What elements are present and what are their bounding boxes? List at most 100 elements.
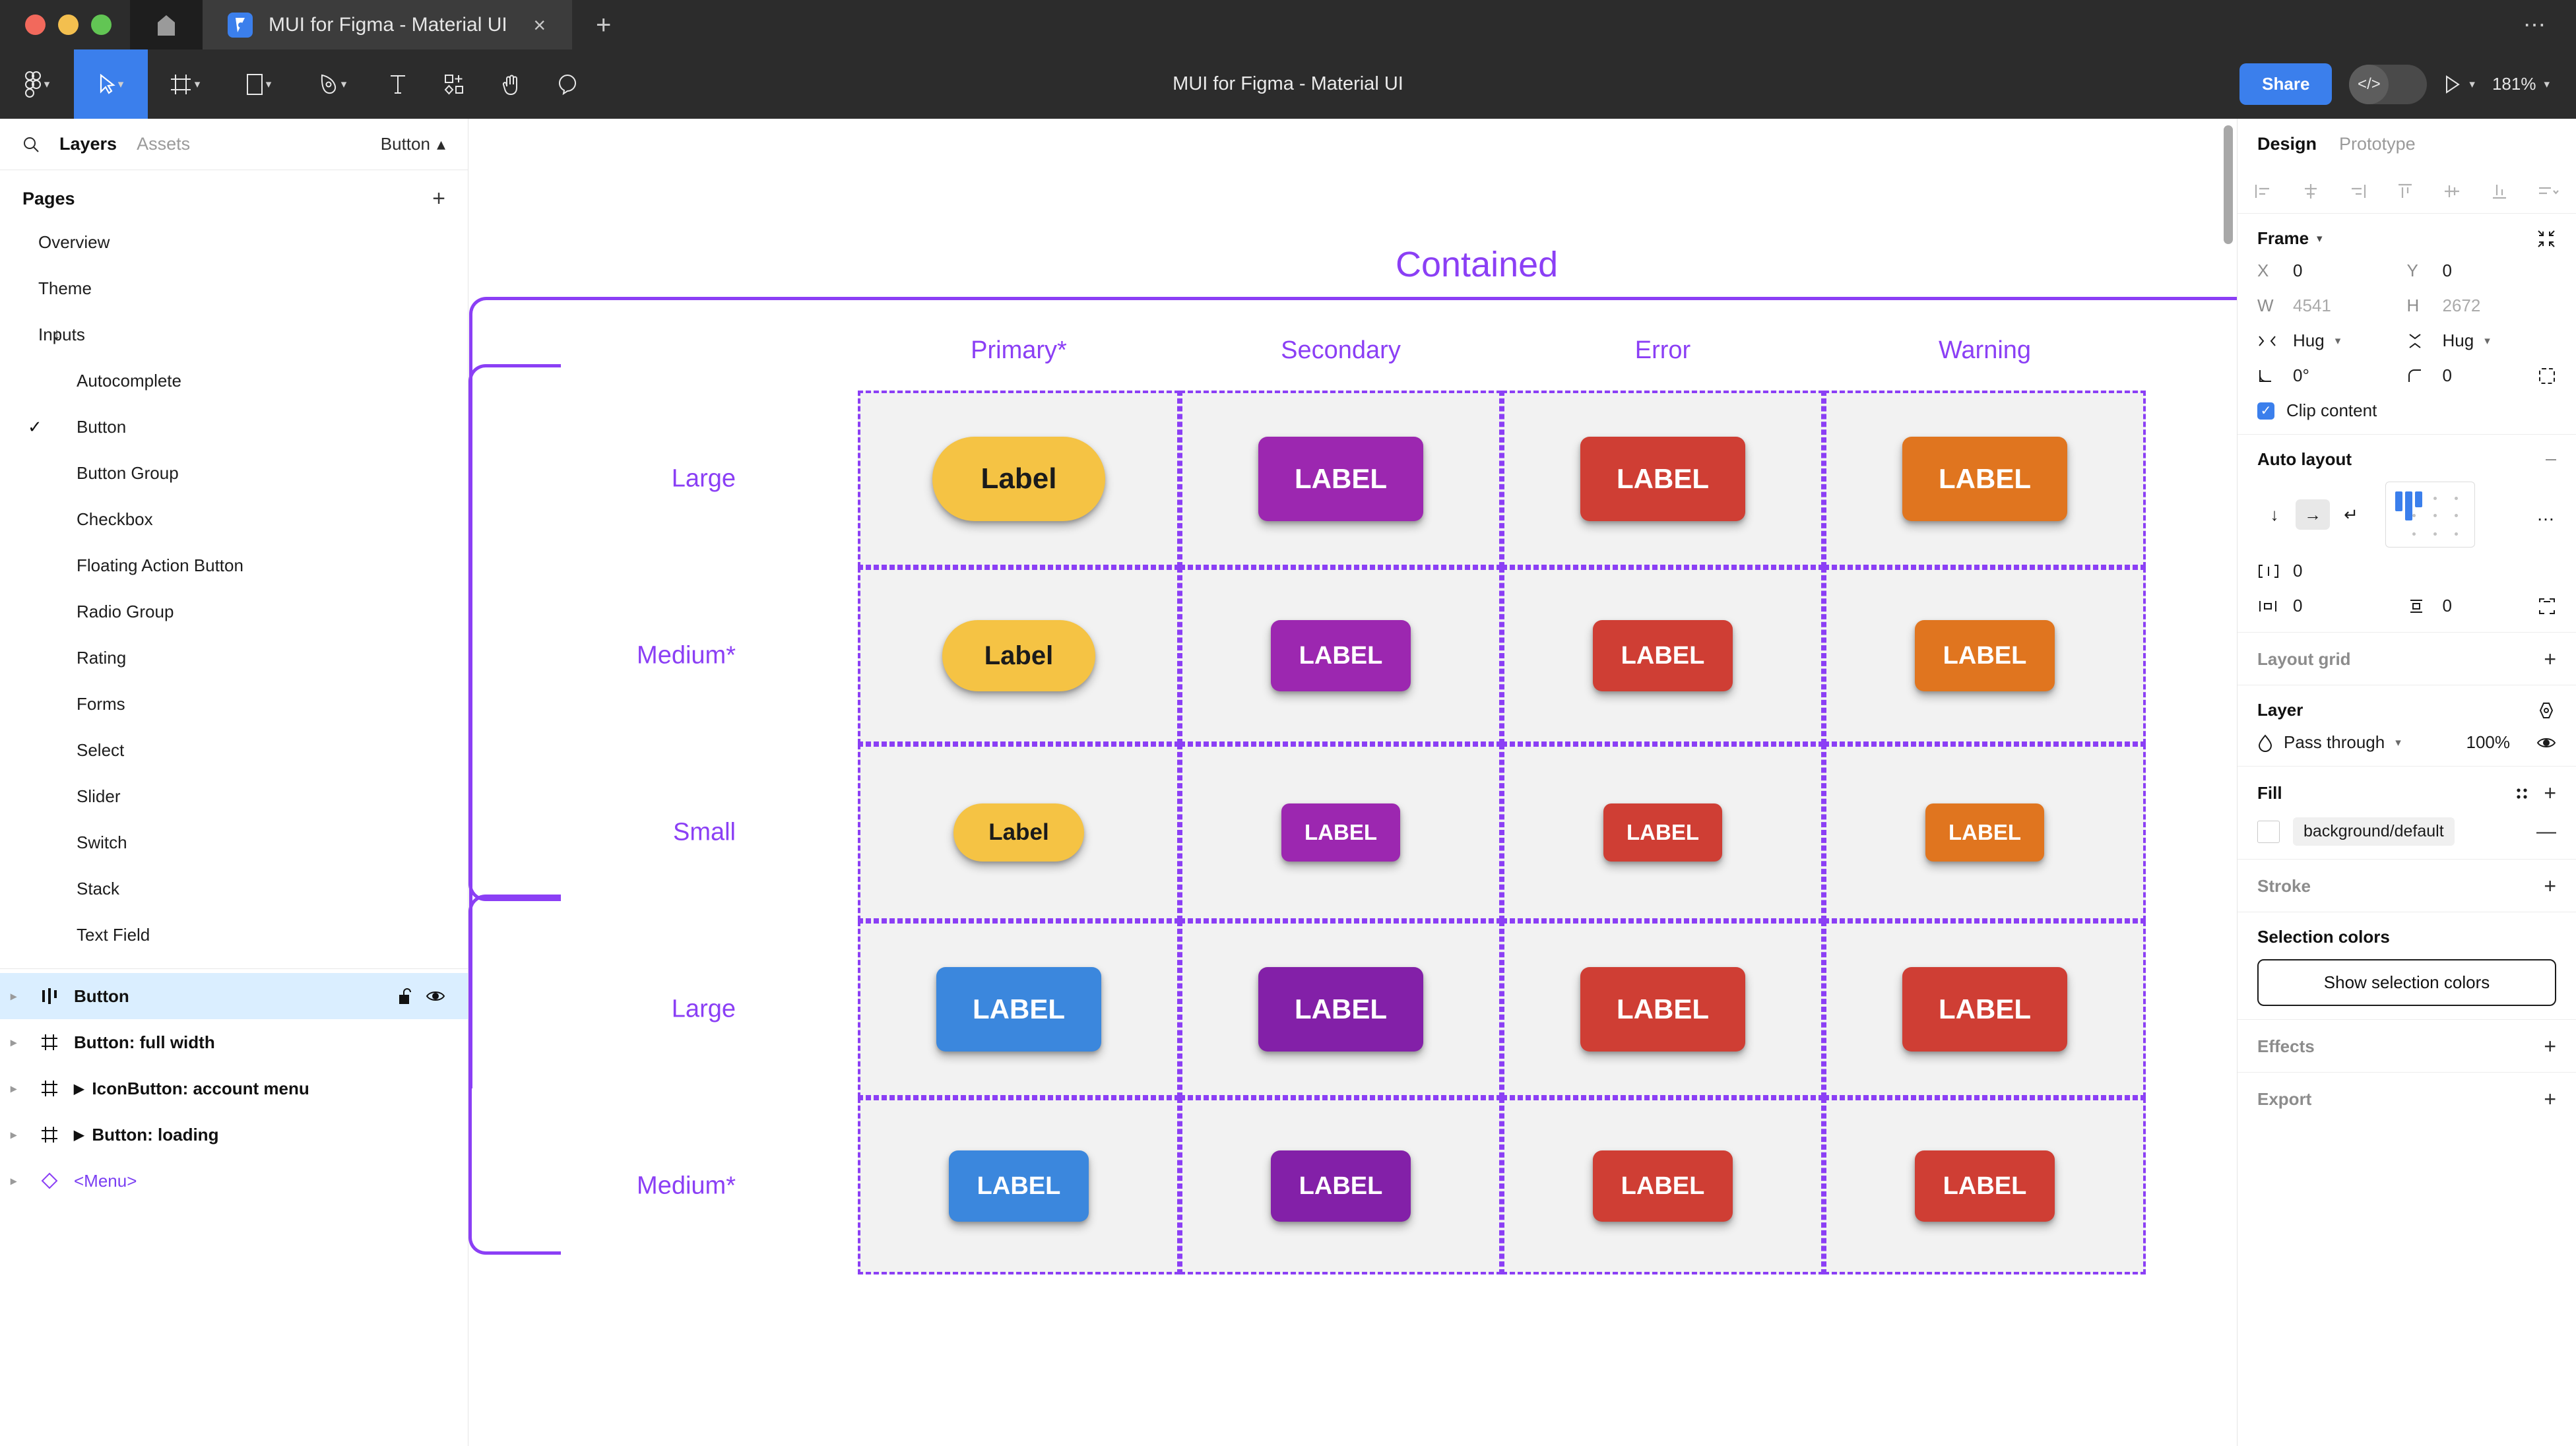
align-bottom-icon[interactable] bbox=[2490, 181, 2509, 201]
alignment-grid-picker[interactable] bbox=[2385, 482, 2475, 548]
grid-cell[interactable]: LABEL bbox=[1180, 744, 1502, 921]
clip-content-row[interactable]: ✓ Clip content bbox=[2257, 400, 2556, 421]
material-button[interactable]: LABEL bbox=[1925, 803, 2044, 862]
page-item[interactable]: Autocomplete bbox=[0, 358, 468, 404]
vertical-resizing-selector[interactable]: Hug ▾ bbox=[2407, 330, 2557, 351]
material-button[interactable]: LABEL bbox=[1603, 803, 1722, 862]
collapsed-children-icon[interactable]: ▶ bbox=[74, 1127, 84, 1143]
grid-cell[interactable]: LABEL bbox=[1502, 391, 1824, 567]
window-overflow-menu-icon[interactable]: ⋯ bbox=[2523, 12, 2547, 38]
horizontal-padding-field[interactable]: 0 bbox=[2257, 596, 2407, 616]
clip-content-checkbox[interactable]: ✓ bbox=[2257, 402, 2274, 420]
present-button[interactable]: ▾ bbox=[2444, 75, 2475, 94]
material-button[interactable]: Label bbox=[953, 803, 1084, 862]
material-button[interactable]: LABEL bbox=[1258, 437, 1423, 521]
comment-icon[interactable] bbox=[540, 49, 596, 119]
material-button[interactable]: LABEL bbox=[1580, 437, 1745, 521]
chevron-down-icon[interactable]: ▾ bbox=[2317, 232, 2323, 245]
page-item[interactable]: Rating bbox=[0, 635, 468, 681]
chevron-down-icon[interactable]: ▾ bbox=[2544, 77, 2550, 90]
remove-fill-icon[interactable]: — bbox=[2536, 820, 2556, 842]
dev-mode-toggle[interactable]: </> bbox=[2349, 64, 2428, 104]
expand-arrow-icon[interactable]: ▸ bbox=[11, 1127, 17, 1141]
home-button[interactable] bbox=[130, 0, 203, 49]
grid-cell[interactable]: Label bbox=[858, 744, 1180, 921]
collapsed-children-icon[interactable]: ▶ bbox=[74, 1081, 84, 1096]
grid-cell[interactable]: LABEL bbox=[1180, 391, 1502, 567]
blend-mode-value[interactable]: Pass through bbox=[2284, 732, 2385, 752]
grid-cell[interactable]: LABEL bbox=[1824, 744, 2146, 921]
align-top-icon[interactable] bbox=[2395, 181, 2415, 201]
visibility-eye-icon[interactable] bbox=[426, 989, 445, 1003]
add-page-icon[interactable]: + bbox=[432, 186, 445, 211]
align-horizontal-center-icon[interactable] bbox=[2301, 181, 2321, 201]
add-effect-icon[interactable]: + bbox=[2544, 1034, 2556, 1058]
search-icon[interactable] bbox=[22, 136, 40, 153]
material-button[interactable]: LABEL bbox=[1915, 1150, 2055, 1222]
chevron-up-icon[interactable]: ▴ bbox=[436, 134, 445, 154]
material-button[interactable]: LABEL bbox=[1281, 803, 1400, 862]
material-button[interactable]: LABEL bbox=[1271, 620, 1411, 691]
figma-menu-icon[interactable]: ▾ bbox=[0, 49, 74, 119]
chevron-down-icon[interactable]: ▾ bbox=[2395, 736, 2401, 749]
grid-cell[interactable]: LABEL bbox=[1180, 921, 1502, 1098]
tab-prototype[interactable]: Prototype bbox=[2339, 133, 2416, 154]
material-button[interactable]: LABEL bbox=[1580, 967, 1745, 1052]
grid-cell[interactable]: LABEL bbox=[1824, 1098, 2146, 1274]
align-right-icon[interactable] bbox=[2348, 181, 2367, 201]
tab-assets[interactable]: Assets bbox=[137, 134, 191, 154]
layer-item[interactable]: ▸<Menu> bbox=[0, 1158, 468, 1204]
minimize-window-button[interactable] bbox=[58, 15, 79, 35]
grid-cell[interactable]: Label bbox=[858, 391, 1180, 567]
hand-icon[interactable] bbox=[483, 49, 540, 119]
material-button[interactable]: LABEL bbox=[949, 1150, 1089, 1222]
tab-layers[interactable]: Layers bbox=[59, 134, 117, 154]
expand-arrow-icon[interactable]: ▸ bbox=[11, 1081, 17, 1095]
chevron-down-icon[interactable]: ▾ bbox=[44, 77, 50, 90]
auto-layout-wrap-icon[interactable]: ↵ bbox=[2344, 504, 2358, 524]
page-item[interactable]: Forms bbox=[0, 681, 468, 727]
material-button[interactable]: Label bbox=[932, 437, 1105, 521]
align-vertical-center-icon[interactable] bbox=[2442, 181, 2462, 201]
auto-layout-horizontal-icon[interactable]: → bbox=[2296, 499, 2330, 530]
fill-styles-icon[interactable] bbox=[2513, 785, 2530, 802]
layer-item[interactable]: ▸Button: full width bbox=[0, 1019, 468, 1065]
canvas-vertical-scrollbar[interactable] bbox=[2224, 125, 2233, 244]
page-item[interactable]: Select bbox=[0, 727, 468, 773]
material-button[interactable]: LABEL bbox=[1593, 1150, 1733, 1222]
page-item[interactable]: Checkbox bbox=[0, 496, 468, 542]
page-item[interactable]: Theme bbox=[0, 265, 468, 311]
share-button[interactable]: Share bbox=[2239, 63, 2333, 105]
material-button[interactable]: Label bbox=[942, 620, 1095, 691]
browser-tab-active[interactable]: MUI for Figma - Material UI × bbox=[203, 0, 572, 49]
grid-cell[interactable]: LABEL bbox=[858, 921, 1180, 1098]
grid-cell[interactable]: LABEL bbox=[1824, 567, 2146, 744]
new-tab-icon[interactable]: + bbox=[596, 10, 612, 40]
add-fill-icon[interactable]: + bbox=[2544, 781, 2556, 805]
material-button[interactable]: LABEL bbox=[1902, 437, 2067, 521]
add-export-icon[interactable]: + bbox=[2544, 1087, 2556, 1111]
chevron-down-icon[interactable]: ▾ bbox=[2484, 334, 2490, 347]
grid-cell[interactable]: LABEL bbox=[858, 1098, 1180, 1274]
page-item[interactable]: Radio Group bbox=[0, 588, 468, 635]
close-tab-icon[interactable]: × bbox=[533, 13, 546, 37]
move-cursor-icon[interactable]: ▾ bbox=[74, 49, 148, 119]
grid-cell[interactable]: LABEL bbox=[1502, 744, 1824, 921]
add-layout-grid-icon[interactable]: + bbox=[2544, 647, 2556, 671]
opacity-value[interactable]: 100% bbox=[2466, 732, 2511, 752]
page-item[interactable]: Switch bbox=[0, 819, 468, 865]
material-button[interactable]: LABEL bbox=[1915, 620, 2055, 691]
page-item[interactable]: Stack bbox=[0, 865, 468, 912]
layer-visibility-icon[interactable] bbox=[2536, 736, 2556, 750]
item-spacing-field[interactable]: 0 bbox=[2257, 561, 2407, 581]
auto-layout-vertical-icon[interactable]: ↓ bbox=[2270, 504, 2279, 524]
zoom-selector[interactable]: 181% ▾ bbox=[2492, 74, 2550, 94]
page-item[interactable]: ↓Inputs bbox=[0, 311, 468, 358]
grid-cell[interactable]: Label bbox=[858, 567, 1180, 744]
remove-auto-layout-icon[interactable]: — bbox=[2546, 453, 2556, 465]
material-button[interactable]: LABEL bbox=[1258, 967, 1423, 1052]
show-selection-colors-button[interactable]: Show selection colors bbox=[2257, 959, 2556, 1006]
pen-icon[interactable]: ▾ bbox=[296, 49, 370, 119]
width-field[interactable]: W 4541 bbox=[2257, 296, 2407, 316]
